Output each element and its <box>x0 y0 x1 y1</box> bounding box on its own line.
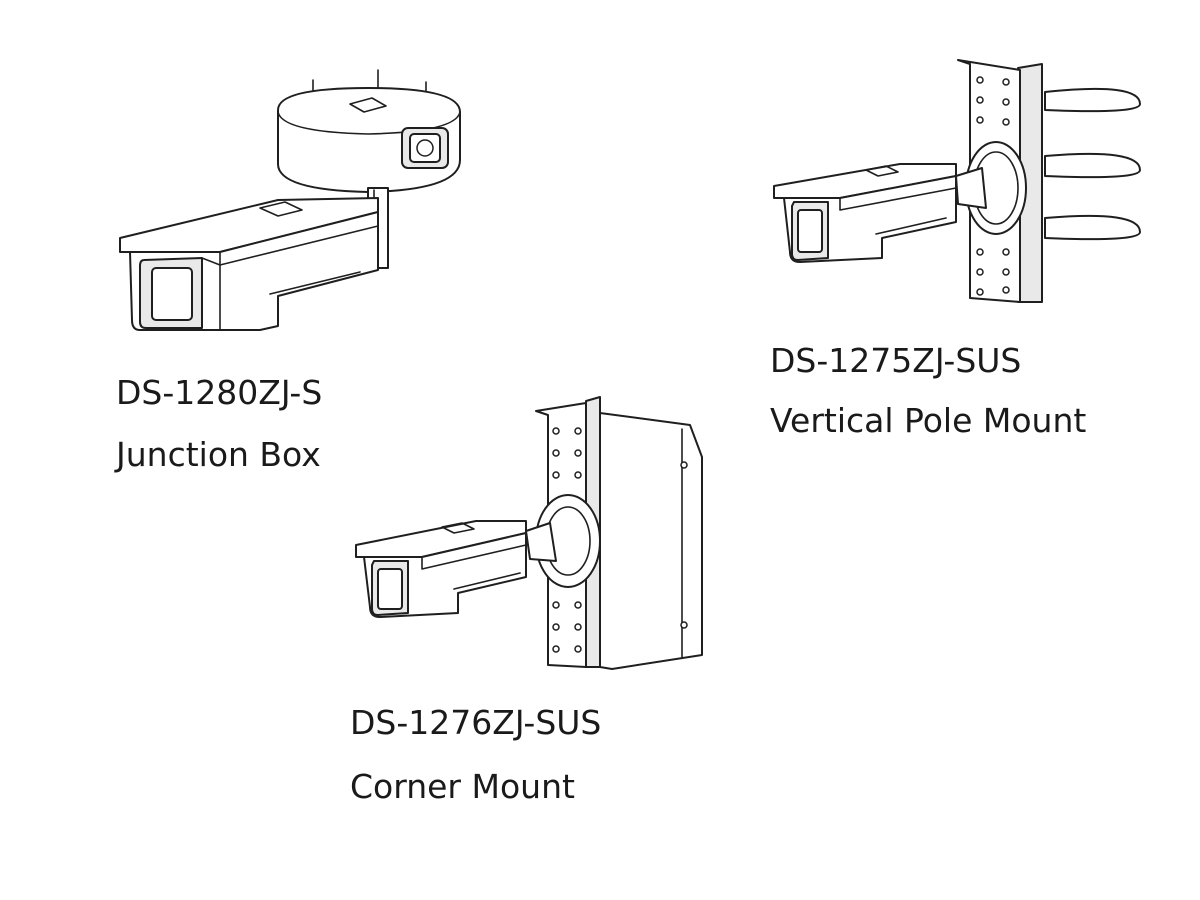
junction-box-model-label: DS-1280ZJ-S <box>116 373 323 412</box>
vertical-pole-mount-description-label: Vertical Pole Mount <box>770 401 1087 440</box>
vertical-pole-mount-model-label: DS-1275ZJ-SUS <box>770 341 1022 380</box>
corner-mount-model-label: DS-1276ZJ-SUS <box>350 703 602 742</box>
corner-mount-illustration <box>350 395 710 675</box>
junction-box-illustration <box>110 60 470 350</box>
corner-mount-description-label: Corner Mount <box>350 767 575 806</box>
junction-box-description-label: Junction Box <box>116 435 321 474</box>
vertical-pole-mount-illustration <box>770 52 1150 312</box>
